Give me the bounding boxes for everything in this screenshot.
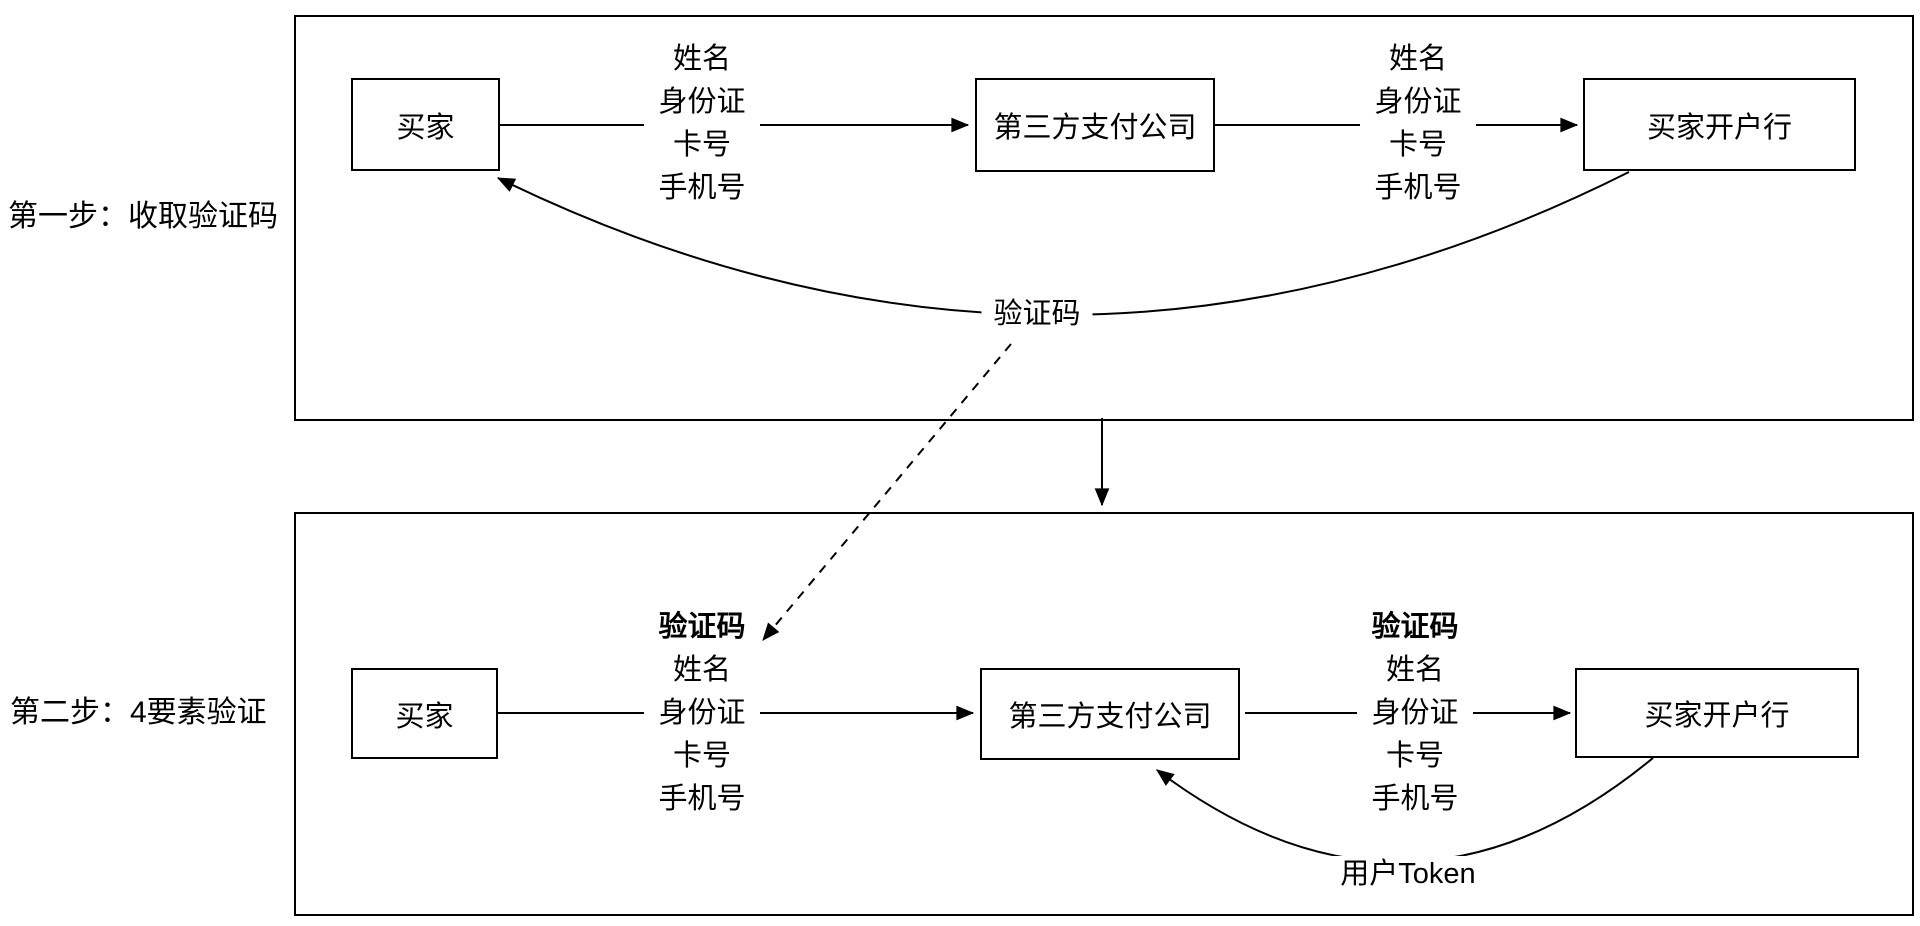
step2-return-arrow-label: 用户Token xyxy=(1328,856,1488,892)
edge-label-line: 姓名 xyxy=(672,654,731,686)
edge-label-line: 身份证 xyxy=(658,86,746,118)
arrow-dashed-code-carryover xyxy=(762,343,1012,641)
step2-node-bank-label: 买家开户行 xyxy=(1644,700,1790,732)
step1-node-buyer-label: 买家 xyxy=(396,111,455,144)
edge-label-line: 卡号 xyxy=(1388,129,1447,161)
step2-edge2-label-stack: 验证码 姓名 身份证 卡号 手机号 xyxy=(1357,606,1473,821)
edge-label-line: 手机号 xyxy=(1371,783,1459,815)
edge-label-line: 姓名 xyxy=(1385,654,1444,686)
step2-boundary-box xyxy=(294,512,1914,916)
edge-label-line: 姓名 xyxy=(1388,43,1447,75)
edge-label-line: 卡号 xyxy=(672,129,731,161)
step2-node-bank: 买家开户行 xyxy=(1575,668,1859,758)
step1-edge2-label-stack: 姓名 身份证 卡号 手机号 xyxy=(1360,38,1476,210)
edge-label-line-emphasized: 验证码 xyxy=(1371,611,1459,643)
edge-label-line: 卡号 xyxy=(672,740,731,772)
step1-edge1-label-stack: 姓名 身份证 卡号 手机号 xyxy=(644,38,760,210)
step2-label: 第二步：4要素验证 xyxy=(10,696,267,729)
edge-label-line: 身份证 xyxy=(658,697,746,729)
step1-return-arrow-label: 验证码 xyxy=(981,296,1093,332)
edge-label-line: 身份证 xyxy=(1371,697,1459,729)
step1-label: 第一步：收取验证码 xyxy=(8,200,278,233)
step1-node-bank-label: 买家开户行 xyxy=(1646,111,1792,144)
step1-node-bank: 买家开户行 xyxy=(1583,78,1856,171)
edge-label-line: 手机号 xyxy=(658,783,746,815)
step2-node-buyer-label: 买家 xyxy=(395,700,454,733)
edge-label-line-emphasized: 验证码 xyxy=(658,611,746,643)
step1-node-buyer: 买家 xyxy=(351,78,500,171)
step2-node-psp: 第三方支付公司 xyxy=(980,668,1240,760)
edge-label-line: 卡号 xyxy=(1385,740,1444,772)
edge-label-line: 手机号 xyxy=(1374,172,1462,204)
step1-boundary-box xyxy=(294,15,1914,421)
step2-edge1-label-stack: 验证码 姓名 身份证 卡号 手机号 xyxy=(644,606,760,821)
edge-label-line: 姓名 xyxy=(672,43,731,75)
step1-node-psp-label: 第三方支付公司 xyxy=(993,112,1197,144)
edge-label-line: 身份证 xyxy=(1374,86,1462,118)
edge-label-line: 手机号 xyxy=(658,172,746,204)
step2-node-psp-label: 第三方支付公司 xyxy=(1008,701,1212,733)
step2-node-buyer: 买家 xyxy=(351,668,498,759)
step1-node-psp: 第三方支付公司 xyxy=(975,78,1215,172)
